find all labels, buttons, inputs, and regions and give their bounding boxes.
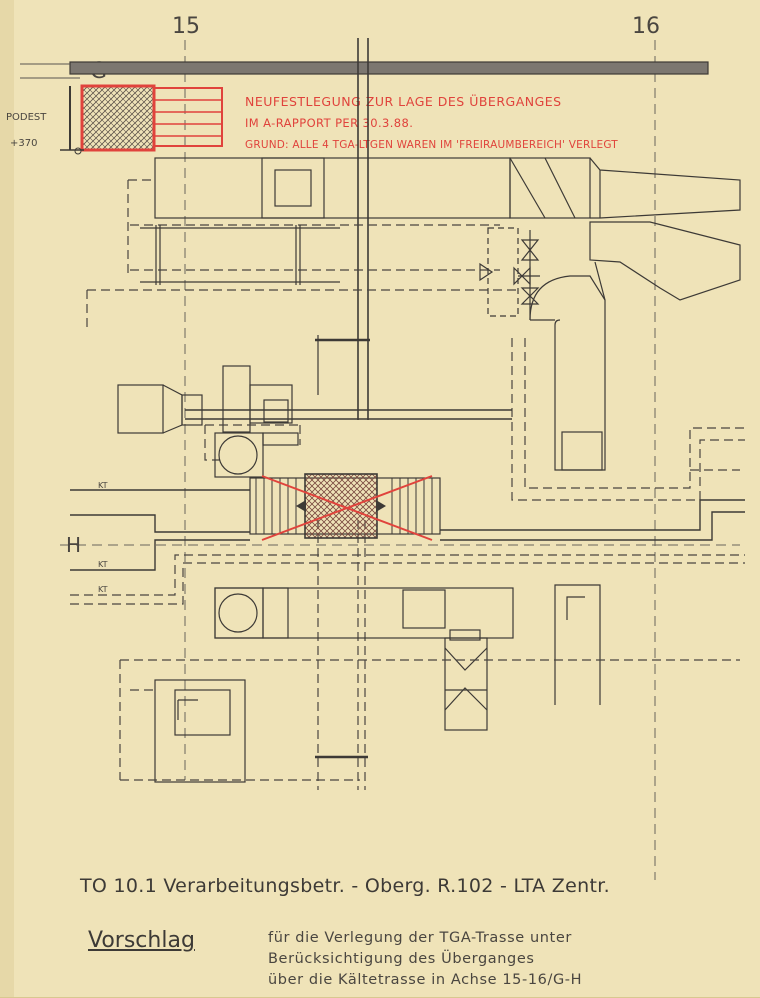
duct-mid-left	[117, 365, 293, 434]
dashed-outlines-upper	[86, 179, 520, 330]
tga-vertical-run	[357, 38, 369, 420]
podest-level: +370	[10, 138, 37, 149]
kt-label-3: KT	[98, 585, 108, 594]
kt-pipes	[70, 489, 745, 571]
title-block: TO 10.1 Verarbeitungsbetr. - Oberg. R.10…	[0, 858, 760, 998]
grid-axes	[60, 40, 740, 880]
duct-lower	[214, 587, 514, 731]
description-line-1: für die Verlegung der TGA-Trasse unter	[268, 930, 572, 946]
description-line-3: über die Kältetrasse in Achse 15-16/G-H	[268, 972, 583, 988]
note-line-1: NEUFESTLEGUNG ZUR LAGE DES ÜBERGANGES	[245, 93, 562, 109]
revision-note: NEUFESTLEGUNG ZUR LAGE DES ÜBERGANGES IM…	[245, 93, 618, 151]
wall-axis-g	[20, 61, 709, 79]
valve-group	[479, 227, 540, 320]
axis-label-15: 15	[172, 14, 200, 39]
paper-edge	[0, 0, 14, 998]
podest-new-position	[60, 84, 223, 155]
dashed-outlines-lower	[119, 659, 740, 781]
duct-mid-horizontal	[140, 225, 340, 285]
tga-horizontal-trunk	[185, 335, 512, 759]
kt-label-1: KT	[98, 481, 108, 490]
kt-label-2: KT	[98, 560, 108, 569]
old-crossing-cancelled	[249, 473, 441, 541]
description-line-2: Berücksichtigung des Überganges	[268, 951, 535, 967]
note-line-2: IM A-RAPPORT PER 30.3.88.	[245, 116, 413, 130]
duct-elbow-right	[529, 221, 741, 471]
fan-unit-mid	[214, 432, 299, 478]
axis-label-16: 16	[632, 14, 660, 39]
kt-pipes-dashed	[70, 554, 745, 605]
axis-label-h: H	[66, 533, 81, 557]
bracket-lower-right	[554, 584, 601, 705]
dashed-outlines-right	[511, 338, 745, 501]
duct-upper	[154, 157, 741, 219]
proposal-heading: Vorschlag	[88, 928, 195, 953]
note-line-3: GRUND: ALLE 4 TGA-LTGEN WAREN IM 'FREIRA…	[245, 139, 618, 151]
drawing-title: TO 10.1 Verarbeitungsbetr. - Oberg. R.10…	[80, 875, 610, 897]
unit-lower-left	[154, 679, 246, 783]
podest-label: PODEST	[6, 112, 47, 123]
